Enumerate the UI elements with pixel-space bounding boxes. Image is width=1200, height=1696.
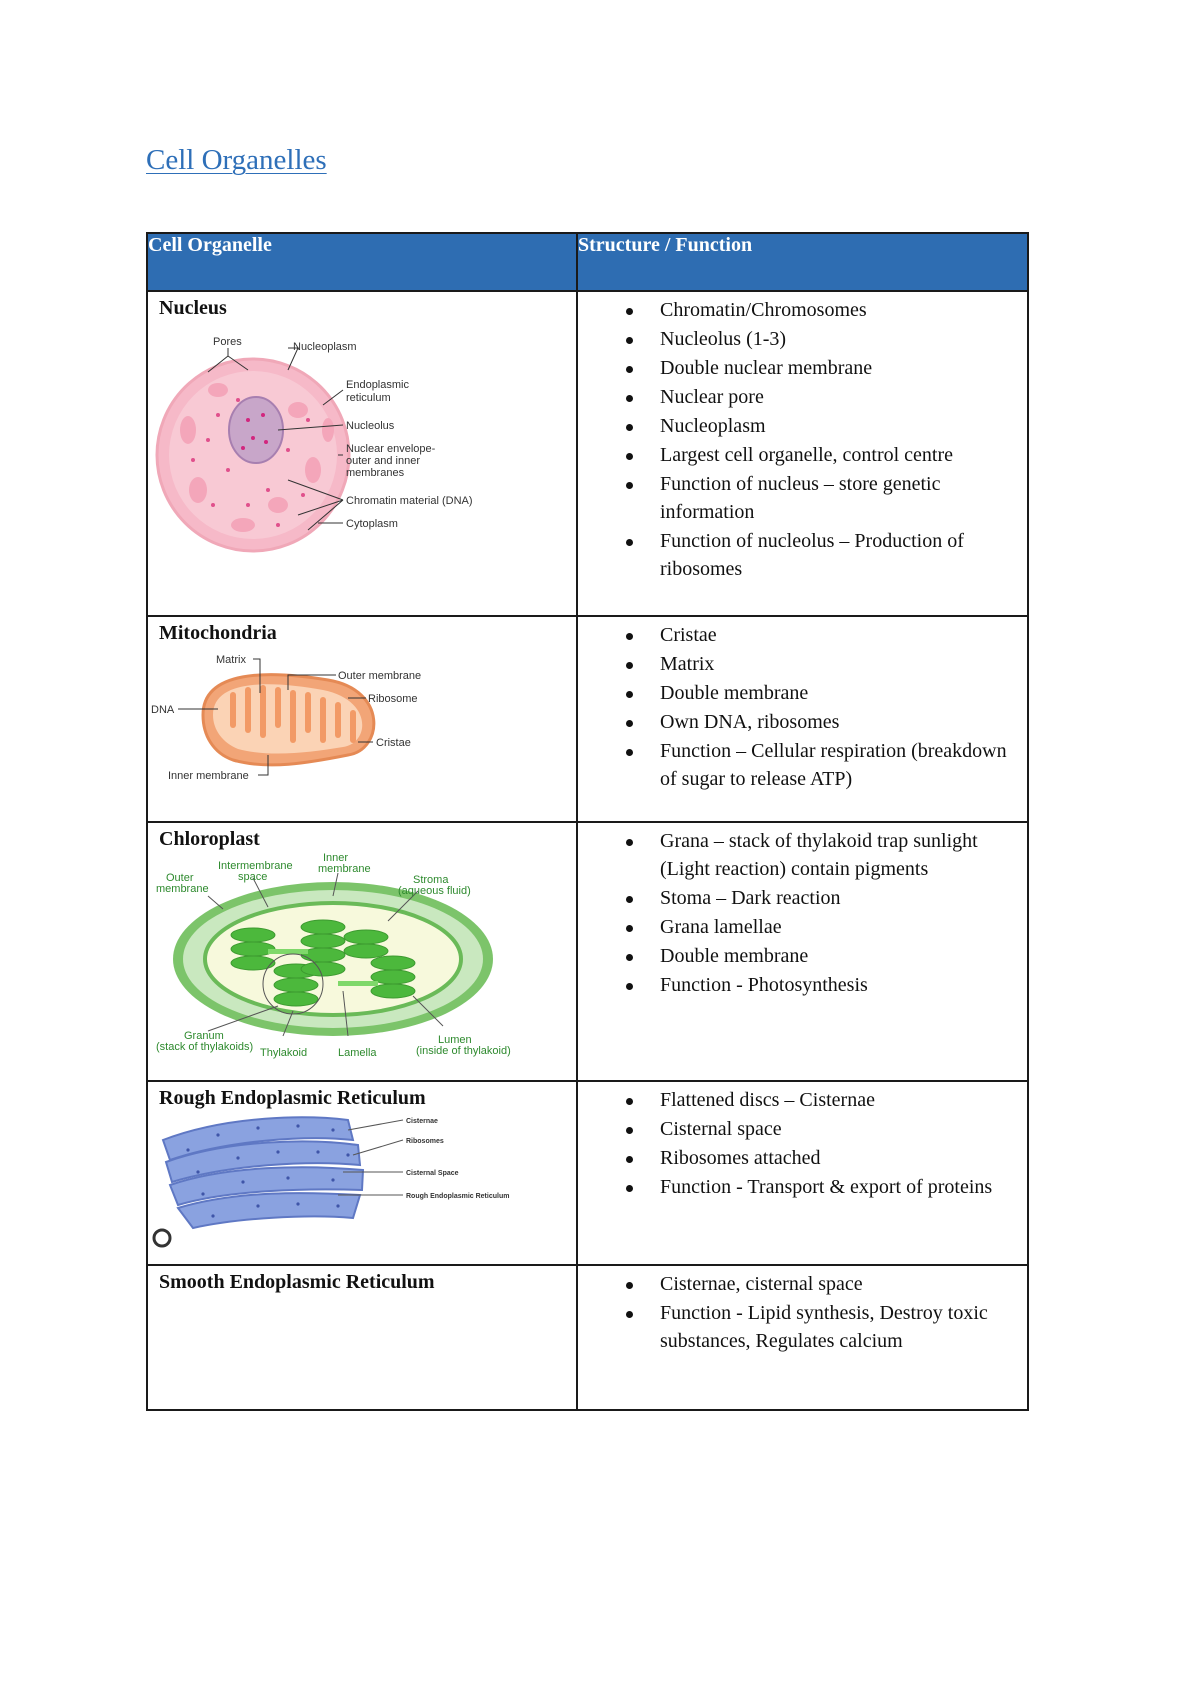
list-item: Chromatin/Chromosomes — [626, 296, 1019, 324]
svg-text:membranes: membranes — [346, 467, 405, 479]
svg-text:Granum: Granum — [184, 1030, 224, 1042]
function-cell: Flattened discs – Cisternae Cisternal sp… — [576, 1080, 1029, 1266]
list-item: Function of nucleus – store genetic info… — [626, 470, 1019, 526]
table-row: Chloroplast — [146, 821, 1029, 1082]
svg-text:DNA: DNA — [151, 704, 175, 716]
list-item: Function - Lipid synthesis, Destroy toxi… — [626, 1299, 1019, 1355]
svg-text:Intermembrane: Intermembrane — [218, 860, 293, 872]
organelle-cell: Smooth Endoplasmic Reticulum — [146, 1264, 578, 1411]
list-item: Cisternal space — [626, 1115, 1019, 1143]
list-item: Nucleoplasm — [626, 412, 1019, 440]
list-item: Grana lamellae — [626, 913, 1019, 941]
feature-list: Flattened discs – Cisternae Cisternal sp… — [578, 1086, 1027, 1201]
svg-text:Outer membrane: Outer membrane — [338, 670, 421, 682]
svg-text:Pores: Pores — [213, 336, 242, 348]
svg-text:Chromatin material (DNA): Chromatin material (DNA) — [346, 495, 473, 507]
organelle-table: Cell Organelle Structure / Function Nucl… — [146, 232, 1029, 1411]
svg-text:membrane: membrane — [156, 883, 209, 895]
list-item: Largest cell organelle, control centre — [626, 441, 1019, 469]
svg-text:(stack of thylakoids): (stack of thylakoids) — [156, 1041, 253, 1053]
list-item: Grana – stack of thylakoid trap sunlight… — [626, 827, 1019, 883]
svg-text:membrane: membrane — [318, 863, 371, 875]
svg-text:Inner: Inner — [323, 852, 348, 864]
list-item: Function - Transport & export of protein… — [626, 1173, 1019, 1201]
svg-text:Endoplasmic: Endoplasmic — [346, 379, 409, 391]
svg-text:Inner membrane: Inner membrane — [168, 770, 249, 782]
svg-text:space: space — [238, 871, 267, 883]
page-title: Cell Organelles — [146, 144, 327, 176]
feature-list: Grana – stack of thylakoid trap sunlight… — [578, 827, 1027, 999]
nucleus-diagram: Pores Nucleoplasm Endoplasmic reticulum … — [155, 336, 473, 553]
organelle-cell: Rough Endoplasmic Reticulum — [146, 1080, 578, 1266]
mitochondria-diagram: Matrix Outer membrane Ribosome DNA Crist… — [151, 654, 421, 782]
organelle-name: Smooth Endoplasmic Reticulum — [159, 1271, 435, 1293]
organelle-name: Mitochondria — [159, 622, 277, 644]
svg-text:Lamella: Lamella — [338, 1047, 377, 1059]
svg-text:Outer: Outer — [166, 872, 194, 884]
svg-text:Matrix: Matrix — [216, 654, 246, 666]
svg-text:Cisternal Space: Cisternal Space — [406, 1170, 459, 1177]
organelle-cell: Chloroplast — [146, 821, 578, 1082]
svg-text:Cytoplasm: Cytoplasm — [346, 518, 398, 530]
svg-text:Ribosomes: Ribosomes — [406, 1138, 444, 1145]
table-row: Smooth Endoplasmic Reticulum Cisternae, … — [146, 1264, 1029, 1411]
list-item: Double membrane — [626, 679, 1019, 707]
svg-text:outer and inner: outer and inner — [346, 455, 420, 467]
svg-text:Ribosome: Ribosome — [368, 693, 418, 705]
list-item: Ribosomes attached — [626, 1144, 1019, 1172]
svg-text:Rough Endoplasmic Reticulum: Rough Endoplasmic Reticulum — [406, 1193, 509, 1200]
list-item: Stoma – Dark reaction — [626, 884, 1019, 912]
svg-text:Lumen: Lumen — [438, 1034, 472, 1046]
svg-text:Stroma: Stroma — [413, 874, 449, 886]
list-item: Nucleolus (1-3) — [626, 325, 1019, 353]
svg-text:(aqueous fluid): (aqueous fluid) — [398, 885, 471, 897]
list-item: Nuclear pore — [626, 383, 1019, 411]
organelle-name: Chloroplast — [159, 828, 260, 850]
feature-list: Cristae Matrix Double membrane Own DNA, … — [578, 621, 1027, 793]
list-item: Function of nucleolus – Production of ri… — [626, 527, 1019, 583]
table-row: Mitochondria — [146, 615, 1029, 823]
list-item: Cisternae, cisternal space — [626, 1270, 1019, 1298]
list-item: Matrix — [626, 650, 1019, 678]
organelle-name: Nucleus — [159, 297, 227, 319]
svg-text:Nucleoplasm: Nucleoplasm — [293, 341, 357, 353]
function-cell: Cristae Matrix Double membrane Own DNA, … — [576, 615, 1029, 823]
list-item: Own DNA, ribosomes — [626, 708, 1019, 736]
list-item: Double membrane — [626, 942, 1019, 970]
function-cell: Chromatin/Chromosomes Nucleolus (1-3) Do… — [576, 290, 1029, 617]
list-item: Cristae — [626, 621, 1019, 649]
table-row: Rough Endoplasmic Reticulum — [146, 1080, 1029, 1266]
function-cell: Grana – stack of thylakoid trap sunlight… — [576, 821, 1029, 1082]
svg-text:Cisternae: Cisternae — [406, 1118, 438, 1125]
organelle-cell: Mitochondria — [146, 615, 578, 823]
feature-list: Chromatin/Chromosomes Nucleolus (1-3) Do… — [578, 296, 1027, 583]
svg-text:Nucleolus: Nucleolus — [346, 420, 395, 432]
function-cell: Cisternae, cisternal space Function - Li… — [576, 1264, 1029, 1411]
organelle-name: Rough Endoplasmic Reticulum — [159, 1087, 426, 1109]
header-cell-organelle: Cell Organelle — [146, 232, 578, 292]
organelle-cell: Nucleus — [146, 290, 578, 617]
chloroplast-diagram: Intermembrane space Inner membrane Outer… — [156, 852, 511, 1059]
list-item: Flattened discs – Cisternae — [626, 1086, 1019, 1114]
svg-text:Cristae: Cristae — [376, 737, 411, 749]
feature-list: Cisternae, cisternal space Function - Li… — [578, 1270, 1027, 1355]
list-item: Function - Photosynthesis — [626, 971, 1019, 999]
svg-text:(inside of thylakoid): (inside of thylakoid) — [416, 1045, 511, 1057]
table-row: Nucleus — [146, 290, 1029, 617]
table-header-row: Cell Organelle Structure / Function — [146, 232, 1029, 292]
list-item: Function – Cellular respiration (breakdo… — [626, 737, 1019, 793]
header-cell-structure-function: Structure / Function — [576, 232, 1029, 292]
list-item: Double nuclear membrane — [626, 354, 1019, 382]
svg-text:reticulum: reticulum — [346, 392, 391, 404]
svg-text:Nuclear envelope-: Nuclear envelope- — [346, 443, 436, 455]
rough-er-diagram: Cisternae Ribosomes Cisternal Space Roug… — [152, 1116, 509, 1248]
svg-text:Thylakoid: Thylakoid — [260, 1047, 307, 1059]
